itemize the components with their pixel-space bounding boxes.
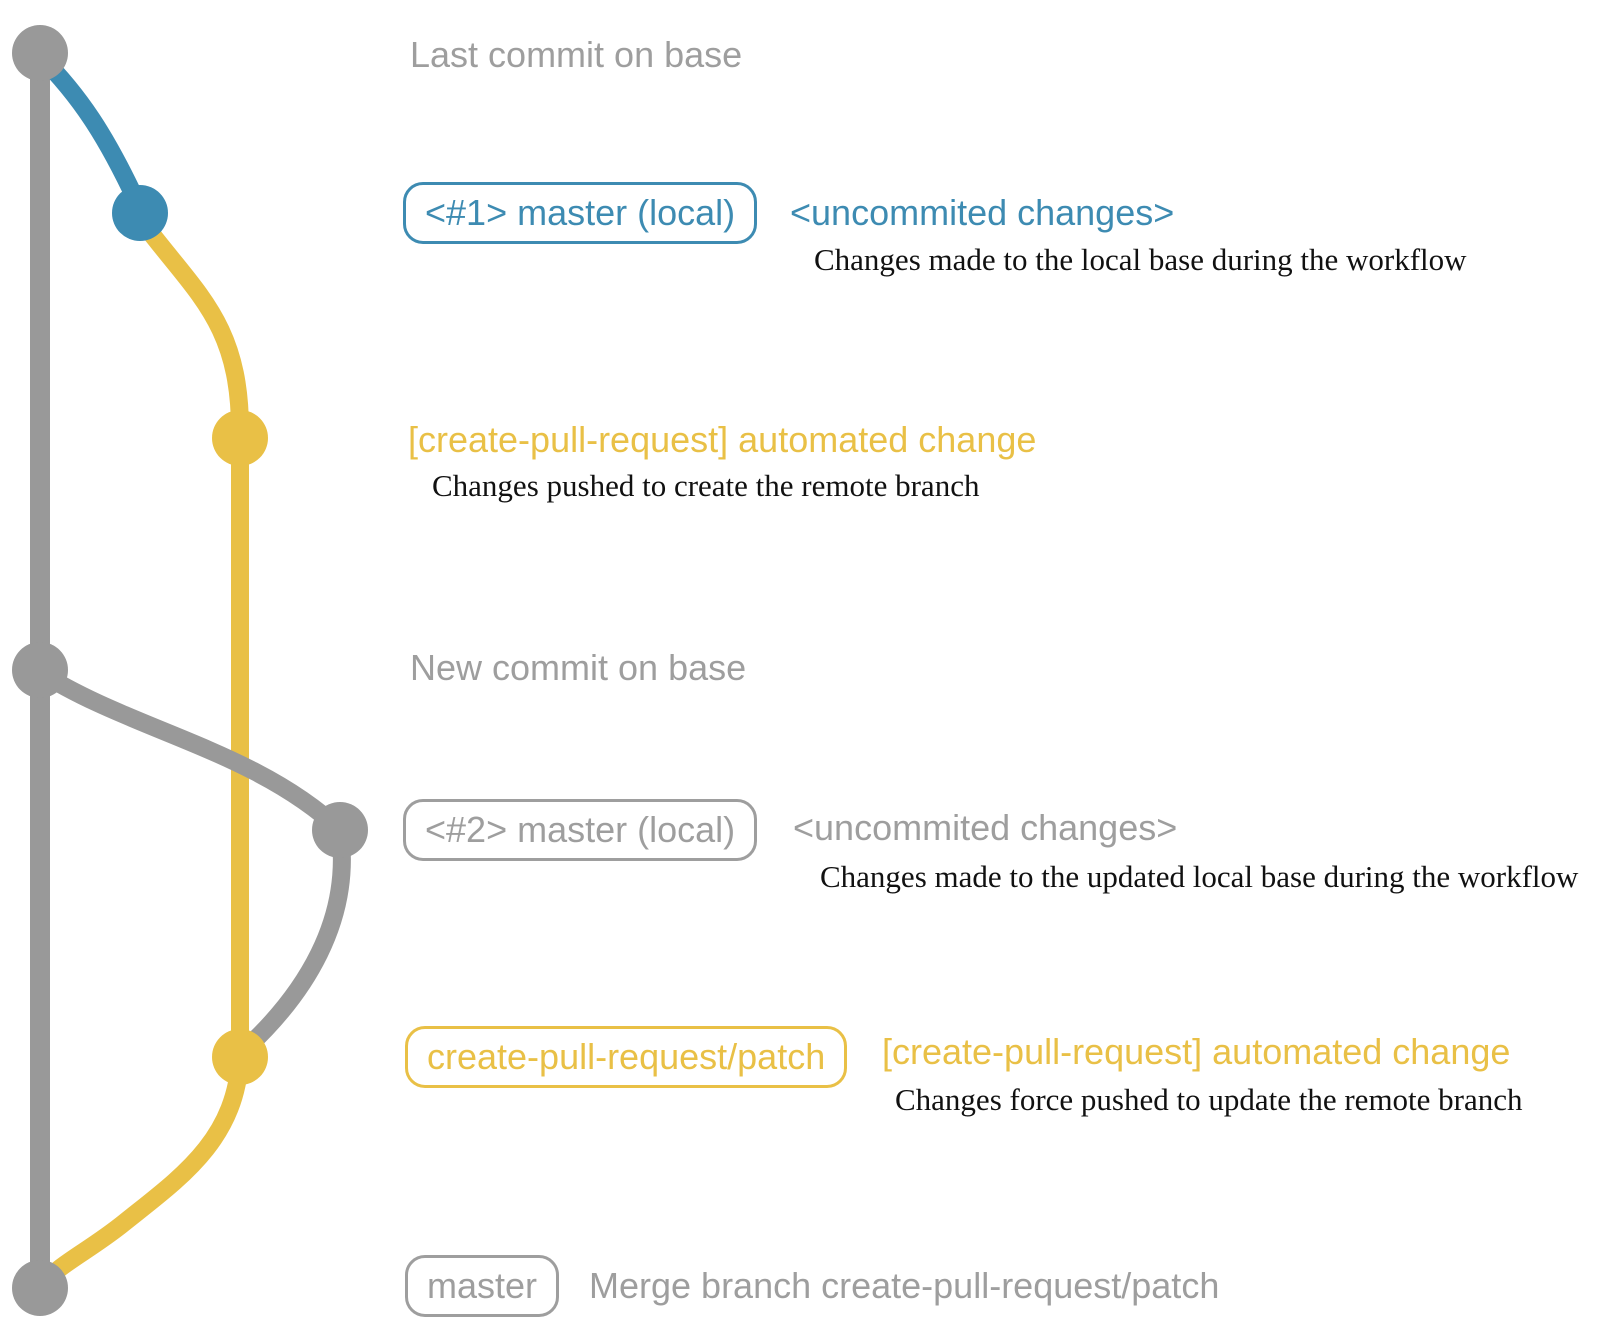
commit-local-2 <box>312 802 368 858</box>
edge-gray-update <box>31 663 349 839</box>
branch-label-master-local-1: <#1> master (local) <box>403 182 758 244</box>
edge-yellow-merge <box>33 1049 249 1295</box>
commit-local-1 <box>112 185 168 241</box>
annotation-last-commit-on-base: Last commit on base <box>410 34 743 75</box>
commit-remote-2 <box>212 1029 268 1085</box>
commit-message-uncommited-2: <uncommited changes> <box>793 807 1178 848</box>
description-local-changes-2: Changes made to the updated local base d… <box>820 859 1579 894</box>
branch-label-master-local-1-text: <#1> master (local) <box>425 192 736 233</box>
branch-label-create-pull-request-patch-text: create-pull-request/patch <box>427 1036 826 1077</box>
edge-yellow-branch <box>138 219 249 1066</box>
branch-label-master-text: master <box>427 1265 538 1306</box>
commit-last-base <box>12 25 68 81</box>
branch-label-create-pull-request-patch: create-pull-request/patch <box>405 1026 848 1088</box>
commit-message-merge-branch: Merge branch create-pull-request/patch <box>589 1265 1220 1306</box>
description-force-push-remote: Changes force pushed to update the remot… <box>895 1082 1523 1117</box>
description-push-remote-1: Changes pushed to create the remote bran… <box>432 468 980 503</box>
commit-new-base <box>12 642 68 698</box>
branch-label-master-local-2-text: <#2> master (local) <box>425 809 736 850</box>
commit-remote-1 <box>212 410 268 466</box>
commit-message-uncommited-1: <uncommited changes> <box>790 192 1175 233</box>
edge-gray-to-remote <box>233 823 351 1061</box>
annotation-new-commit-on-base: New commit on base <box>410 647 747 688</box>
description-local-changes-1: Changes made to the local base during th… <box>814 242 1467 277</box>
commit-message-automated-change-2: [create-pull-request] automated change <box>882 1031 1511 1072</box>
commit-merge <box>12 1260 68 1316</box>
branch-label-master: master <box>405 1255 560 1317</box>
commit-message-automated-change-1: [create-pull-request] automated change <box>408 419 1037 460</box>
branch-label-master-local-2: <#2> master (local) <box>403 799 758 861</box>
edge-blue-branch <box>31 47 145 209</box>
